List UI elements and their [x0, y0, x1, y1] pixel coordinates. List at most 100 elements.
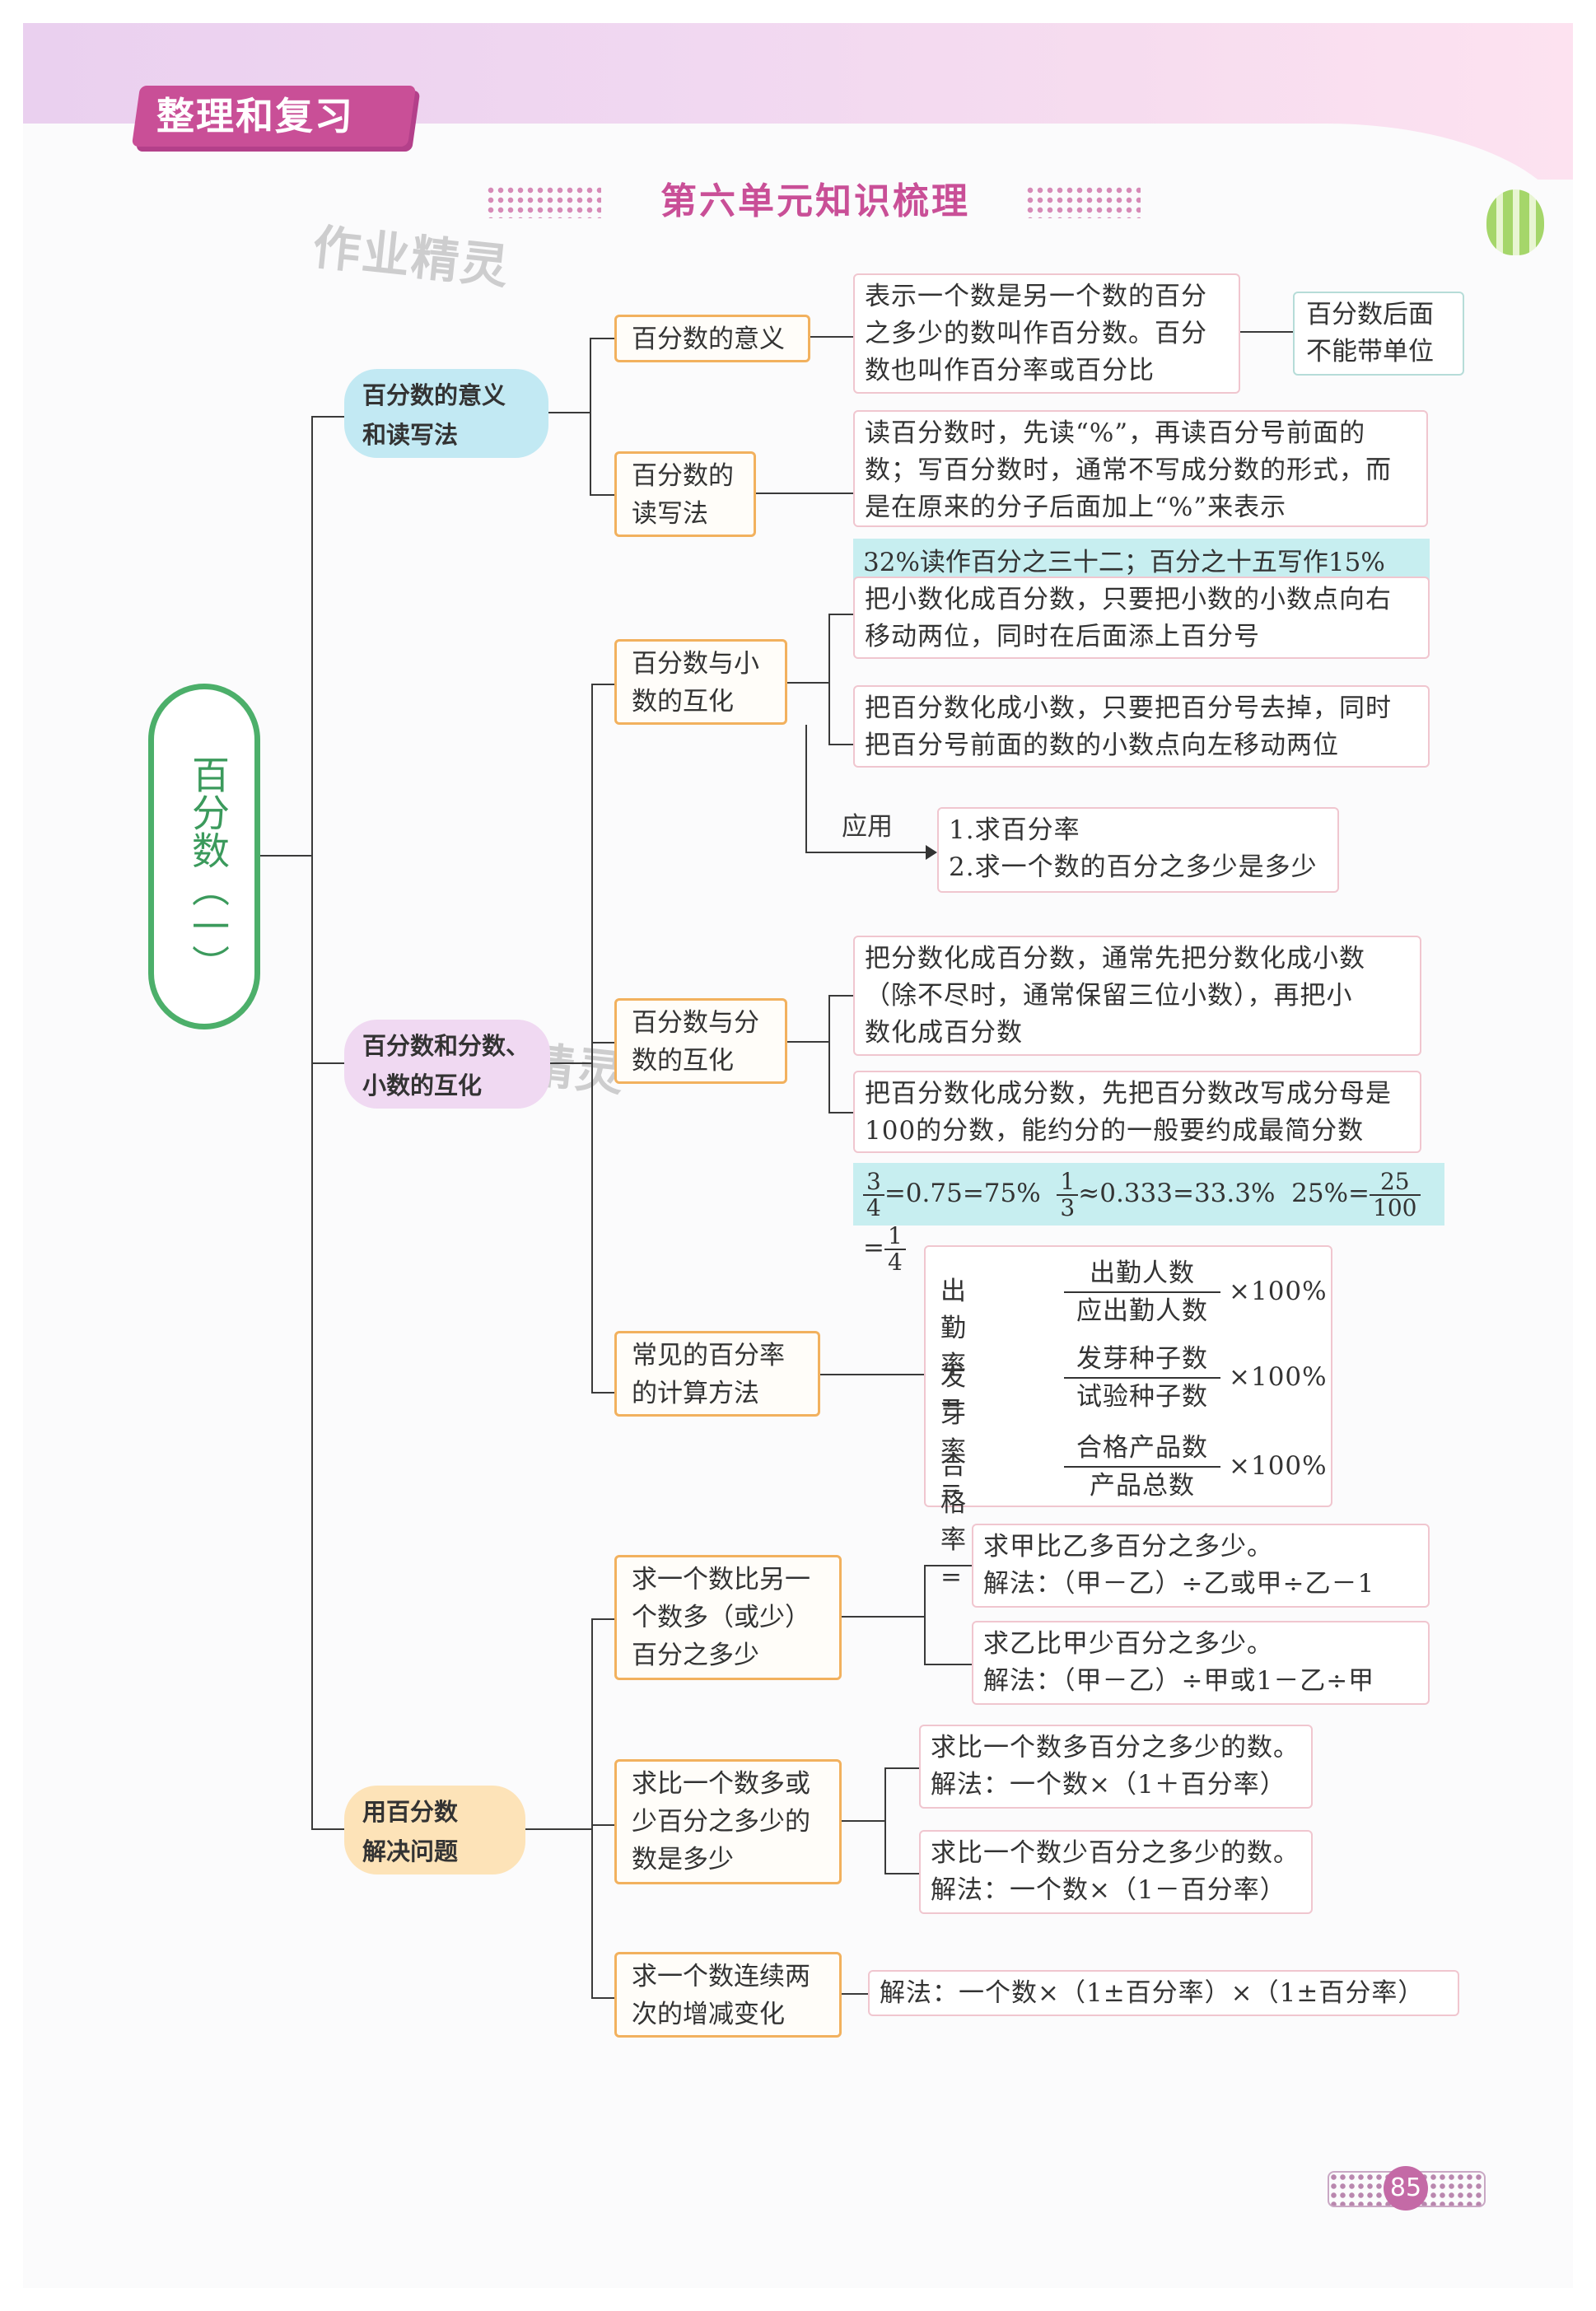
connector — [591, 1392, 614, 1394]
numerator: 3 — [863, 1170, 884, 1196]
node-label: 次的增减变化 — [632, 1996, 824, 2033]
formula-fraction: 出勤人数应出勤人数 — [1064, 1255, 1220, 1329]
twice-desc: 解法：一个数×（1±百分率）×（1±百分率） — [868, 1970, 1459, 2016]
node-rates: 常见的百分率 的计算方法 — [614, 1331, 820, 1417]
connector — [828, 995, 830, 1113]
readwrite-desc: 读百分数时，先读“%”，再读百分号前面的 数；写百分数时，通常不写成分数的形式，… — [853, 410, 1428, 527]
node-label: 求比一个数多或 — [632, 1765, 824, 1803]
meaning-desc: 表示一个数是另一个数的百分 之多少的数叫作百分数。百分 数也叫作百分率或百分比 — [853, 273, 1240, 394]
balloon-icon — [1486, 189, 1544, 255]
text-line: 移动两位，同时在后面添上百分号 — [865, 619, 1418, 656]
title-dots-right — [1025, 185, 1141, 218]
connector — [591, 1824, 614, 1826]
connector — [550, 1062, 591, 1064]
denominator: 产品总数 — [1090, 1471, 1195, 1501]
formula-times: ×100% — [1229, 1273, 1328, 1310]
example-text: 25%= — [1291, 1179, 1370, 1208]
text-line: 求乙比甲少百分之多少。 — [983, 1626, 1418, 1663]
formula-times: ×100% — [1229, 1359, 1328, 1396]
connector — [590, 338, 614, 339]
text-line: （除不尽时，通常保留三位小数），再把小 — [865, 978, 1410, 1015]
node-label: 常见的百分率 — [632, 1337, 803, 1375]
connector — [311, 416, 313, 1828]
numerator: 1 — [1057, 1170, 1078, 1196]
node-label: 求一个数比另一 — [632, 1561, 824, 1599]
example-text: = — [863, 1233, 884, 1263]
denominator: 100 — [1370, 1196, 1420, 1221]
text-line: 解法：一个数×（1－百分率） — [931, 1872, 1301, 1909]
connector — [828, 744, 853, 745]
formula-fraction: 合格产品数产品总数 — [1064, 1430, 1220, 1504]
node-label: 读写法 — [632, 495, 739, 533]
fraction-to-percent: 把分数化成百分数，通常先把分数化成小数 （除不尽时，通常保留三位小数），再把小 … — [853, 936, 1421, 1056]
numerator: 出勤人数 — [1064, 1255, 1220, 1293]
node-label: 百分数的 — [632, 457, 739, 495]
node-label: 数是多少 — [632, 1841, 824, 1879]
connector — [810, 336, 853, 338]
text-line: 解法：一个数×（1＋百分率） — [931, 1767, 1301, 1804]
text-line: 把百分号前面的数的小数点向左移动两位 — [865, 727, 1418, 764]
numerator: 合格产品数 — [1064, 1430, 1220, 1468]
node-label: 个数多（或少） — [632, 1599, 824, 1636]
text-line: 读百分数时，先读“%”，再读百分号前面的 — [865, 415, 1416, 452]
section-badge: 整理和复习 — [156, 89, 404, 143]
connector — [842, 1993, 868, 1995]
example-text: =0.75=75% — [884, 1179, 1041, 1208]
text-line: 100的分数，能约分的一般要约成最简分数 — [865, 1113, 1410, 1150]
node-label: 百分数与小 — [632, 645, 770, 683]
node-moreless: 求比一个数多或 少百分之多少的 数是多少 — [614, 1759, 842, 1884]
branch-label: 解决问题 — [362, 1832, 507, 1871]
connector — [591, 1618, 593, 1997]
connector — [590, 338, 591, 494]
text-line: 解法：（甲－乙）÷甲或1－乙÷甲 — [983, 1663, 1418, 1700]
node-label: 的计算方法 — [632, 1375, 803, 1412]
page-title: 第六单元知识梳理 — [634, 173, 996, 231]
numerator: 25 — [1370, 1170, 1420, 1196]
text-line: 百分数后面 — [1306, 296, 1451, 334]
node-decimal: 百分数与小 数的互化 — [614, 639, 787, 725]
branch-label: 和读写法 — [362, 415, 530, 455]
percent-to-decimal: 把百分数化成小数，只要把百分号去掉，同时 把百分号前面的数的小数点向左移动两位 — [853, 685, 1430, 768]
denominator: 3 — [1057, 1196, 1078, 1221]
branch-conversion: 百分数和分数、 小数的互化 — [344, 1020, 550, 1109]
branch-label: 用百分数 — [362, 1792, 507, 1832]
decimal-to-percent: 把小数化成百分数，只要把小数的小数点向右 移动两位，同时在后面添上百分号 — [853, 577, 1430, 659]
connector — [884, 1767, 919, 1769]
connector — [260, 855, 311, 857]
example-text: ≈0.333=33.3% — [1078, 1179, 1275, 1208]
connector — [311, 1828, 344, 1830]
text-line: 求比一个数少百分之多少的数。 — [931, 1835, 1301, 1872]
node-fraction: 百分数与分 数的互化 — [614, 998, 787, 1084]
text-line: 把百分数化成小数，只要把百分号去掉，同时 — [865, 690, 1418, 727]
compare-case2: 求乙比甲少百分之多少。 解法：（甲－乙）÷甲或1－乙÷甲 — [972, 1621, 1430, 1705]
compare-case1: 求甲比乙多百分之多少。 解法：（甲－乙）÷乙或甲÷乙－1 — [972, 1524, 1430, 1608]
branch-label: 百分数和分数、 — [362, 1026, 532, 1066]
node-readwrite: 百分数的 读写法 — [614, 451, 756, 537]
title-dots-left — [486, 185, 601, 218]
branch-meaning: 百分数的意义 和读写法 — [344, 369, 548, 458]
percent-to-fraction: 把百分数化成分数，先把百分数改写成分母是 100的分数，能约分的一般要约成最简分… — [853, 1071, 1421, 1153]
text-line: 表示一个数是另一个数的百分 — [865, 278, 1229, 315]
connector — [884, 1873, 919, 1874]
text-line: 数也叫作百分率或百分比 — [865, 352, 1229, 390]
node-label: 求一个数连续两 — [632, 1958, 824, 1996]
formula-name: 合格率 = — [940, 1448, 967, 1596]
connector — [842, 1820, 884, 1822]
node-label: 百分数与分 — [632, 1004, 770, 1042]
node-label: 少百分之多少的 — [632, 1803, 824, 1841]
text-line: 把百分数化成分数，先把百分数改写成分母是 — [865, 1076, 1410, 1113]
connector — [548, 412, 590, 413]
connector — [787, 682, 828, 684]
application-items: 1.求百分率 2.求一个数的百分之多少是多少 — [937, 807, 1339, 893]
text-line: 数；写百分数时，通常不写成分数的形式，而 — [865, 452, 1416, 489]
node-label: 百分之多少 — [632, 1636, 824, 1674]
connector — [311, 1062, 344, 1064]
text-line: 不能带单位 — [1306, 334, 1451, 371]
connector — [591, 1042, 614, 1043]
fraction: 14 — [884, 1224, 906, 1275]
connector — [787, 1041, 828, 1043]
node-compare: 求一个数比另一 个数多（或少） 百分之多少 — [614, 1555, 842, 1680]
meaning-note: 百分数后面 不能带单位 — [1293, 292, 1464, 376]
connector — [828, 614, 853, 615]
